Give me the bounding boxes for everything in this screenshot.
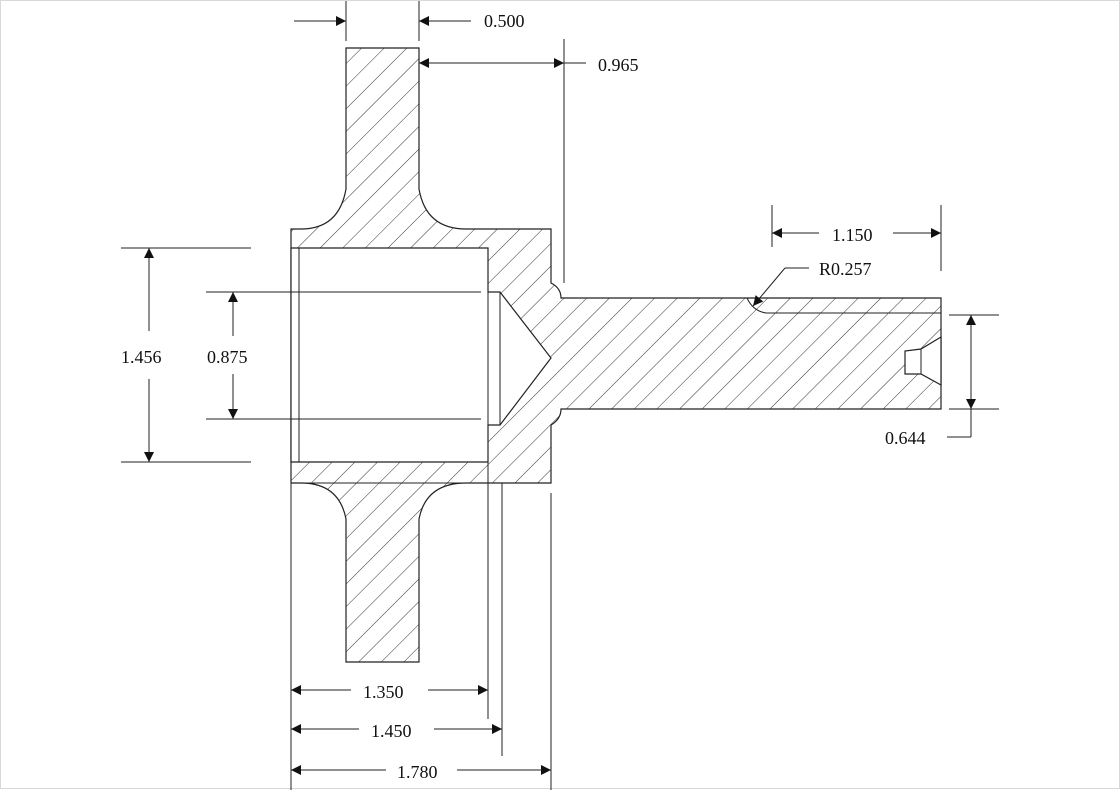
- dim-shaft-length: 1.150: [832, 225, 873, 245]
- dim-arrow: [752, 267, 786, 307]
- fillet-edge: [746, 297, 941, 314]
- dim-len-3: 1.780: [397, 762, 438, 782]
- dim-shaft-diameter: 0.644: [885, 428, 926, 448]
- dim-bore-height: 1.456: [121, 347, 162, 367]
- dim-top-width: 0.500: [484, 11, 525, 31]
- dim-len-1: 1.350: [363, 682, 404, 702]
- dim-bore-depth-height: 0.875: [207, 347, 248, 367]
- dim-top-offset: 0.965: [598, 55, 639, 75]
- bore-cavity: [290, 247, 552, 463]
- dim-len-2: 1.450: [371, 721, 412, 741]
- dim-fillet-radius: R0.257: [819, 259, 872, 279]
